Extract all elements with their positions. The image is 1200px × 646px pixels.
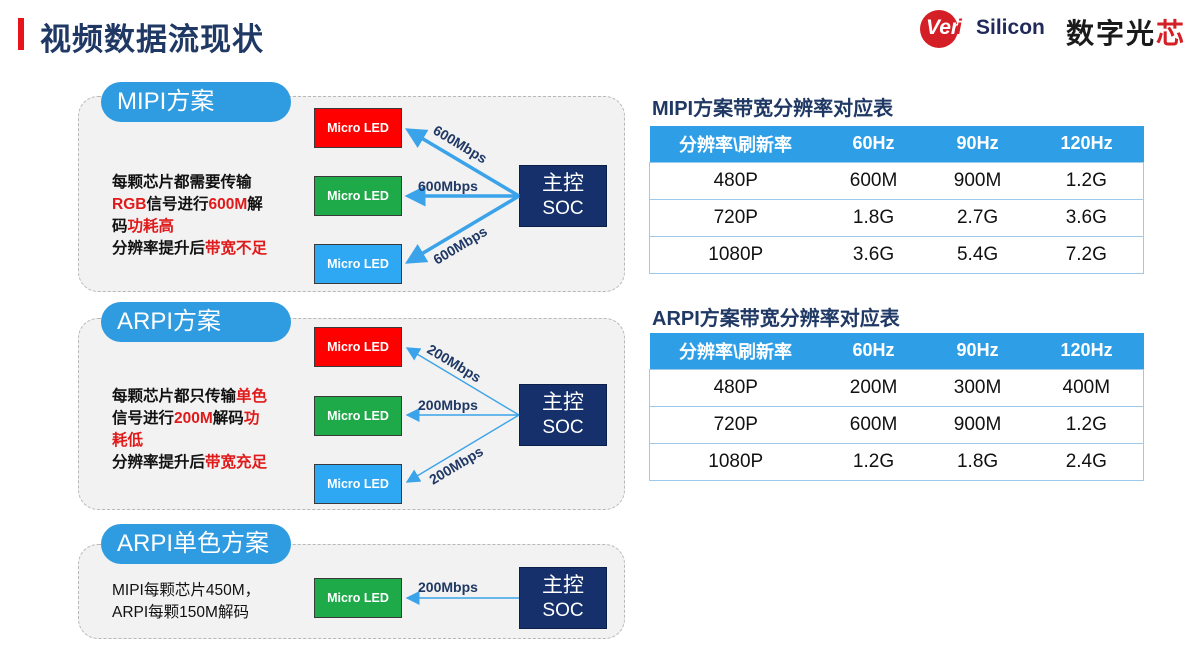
micro-led-green: Micro LED (314, 396, 402, 436)
table-cell: 720P (649, 198, 822, 237)
desc-arpi: 每颗芯片都只传输单色 信号进行200M解码功 耗低 分辨率提升后带宽充足 (112, 386, 267, 474)
table-cell: 1.2G (1029, 405, 1144, 444)
table-row: 720P 600M 900M 1.2G (649, 405, 1144, 444)
logo-veri-text: Ver (926, 16, 960, 39)
col-header: 90Hz (925, 126, 1030, 162)
col-header: 60Hz (821, 333, 926, 369)
table-cell: 5.4G (925, 235, 1030, 274)
table-cell: 2.7G (925, 198, 1030, 237)
table-cell: 480P (649, 368, 822, 407)
table-row: 480P 200M 300M 400M (649, 368, 1144, 407)
table-cell: 720P (649, 405, 822, 444)
table-row: 1080P 3.6G 5.4G 7.2G (649, 235, 1144, 274)
table-title-arpi: ARPI方案带宽分辨率对应表 (652, 308, 900, 330)
micro-led-green: Micro LED (314, 176, 402, 216)
micro-led-red: Micro LED (314, 327, 402, 367)
desc-arpi-mono-line2: ARPI每颗150M解码 (112, 604, 249, 621)
table-cell: 480P (649, 161, 822, 200)
title-accent-dot (18, 44, 24, 50)
table-cell: 900M (925, 405, 1030, 444)
soc-box: 主控 SOC (519, 567, 607, 629)
page-title: 视频数据流现状 (40, 22, 264, 57)
table-cell: 2.4G (1029, 442, 1144, 481)
col-header: 90Hz (925, 333, 1030, 369)
table-cell: 300M (925, 368, 1030, 407)
table-cell: 3.6G (1029, 198, 1144, 237)
desc-mipi-line4: 分辨率提升后带宽不足 (112, 240, 268, 257)
micro-led-red: Micro LED (314, 108, 402, 148)
micro-led-blue: Micro LED (314, 464, 402, 504)
table-cell: 1.8G (925, 442, 1030, 481)
col-header: 120Hz (1029, 126, 1144, 162)
desc-arpi-line1: 每颗芯片都只传输单色 (112, 388, 268, 405)
desc-mipi-line3: 码功耗高 (112, 218, 175, 235)
logo-silicon-text: Silicon (976, 16, 1045, 39)
desc-arpi-mono-line1: MIPI每颗芯片450M， (112, 582, 261, 599)
desc-arpi-line2: 信号进行200M解码功 (112, 410, 260, 427)
table-row: 1080P 1.2G 1.8G 2.4G (649, 442, 1144, 481)
soc-box: 主控 SOC (519, 165, 607, 227)
micro-led-green: Micro LED (314, 578, 402, 618)
table-cell: 1.2G (1029, 161, 1144, 200)
col-header: 分辨率\刷新率 (649, 333, 822, 369)
desc-mipi: 每颗芯片都需要传输 RGB信号进行600M解 码功耗高 分辨率提升后带宽不足 (112, 172, 267, 260)
table-cell: 600M (821, 405, 926, 444)
table-cell: 600M (821, 161, 926, 200)
logo-circle-icon (920, 10, 958, 48)
col-header: 60Hz (821, 126, 926, 162)
panel-label-arpi-mono: ARPI单色方案 (101, 524, 291, 564)
desc-mipi-line1: 每颗芯片都需要传输 (112, 174, 252, 191)
micro-led-blue: Micro LED (314, 244, 402, 284)
title-accent-bar (18, 18, 24, 48)
table-mipi-bandwidth: 分辨率\刷新率 60Hz 90Hz 120Hz 480P 600M 900M 1… (649, 126, 1144, 274)
desc-arpi-line3: 耗低 (112, 432, 144, 449)
desc-arpi-mono: MIPI每颗芯片450M， ARPI每颗150M解码 (112, 580, 260, 624)
table-arpi-bandwidth: 分辨率\刷新率 60Hz 90Hz 120Hz 480P 200M 300M 4… (649, 333, 1144, 481)
table-cell: 200M (821, 368, 926, 407)
col-header: 120Hz (1029, 333, 1144, 369)
verisilicon-logo: Ver i Silicon 数字光芯 (920, 10, 1190, 49)
table-cell: 1.8G (821, 198, 926, 237)
panel-label-mipi: MIPI方案 (101, 82, 291, 122)
col-header: 分辨率\刷新率 (649, 126, 822, 162)
logo-veri-tail: i (956, 16, 962, 39)
table-cell: 3.6G (821, 235, 926, 274)
table-cell: 1080P (649, 442, 822, 481)
desc-mipi-line2: RGB信号进行600M解 (112, 196, 263, 213)
table-row: 480P 600M 900M 1.2G (649, 161, 1144, 200)
table-cell: 400M (1029, 368, 1144, 407)
table-title-mipi: MIPI方案带宽分辨率对应表 (652, 98, 894, 120)
table-cell: 1.2G (821, 442, 926, 481)
table-header-row: 分辨率\刷新率 60Hz 90Hz 120Hz (649, 126, 1144, 162)
logo-cn-text: 数字光芯 (1066, 18, 1187, 49)
table-cell: 7.2G (1029, 235, 1144, 274)
table-row: 720P 1.8G 2.7G 3.6G (649, 198, 1144, 237)
table-cell: 900M (925, 161, 1030, 200)
panel-label-arpi: ARPI方案 (101, 302, 291, 342)
table-header-row: 分辨率\刷新率 60Hz 90Hz 120Hz (649, 333, 1144, 369)
desc-arpi-line4: 分辨率提升后带宽充足 (112, 454, 268, 471)
soc-box: 主控 SOC (519, 384, 607, 446)
table-cell: 1080P (649, 235, 822, 274)
